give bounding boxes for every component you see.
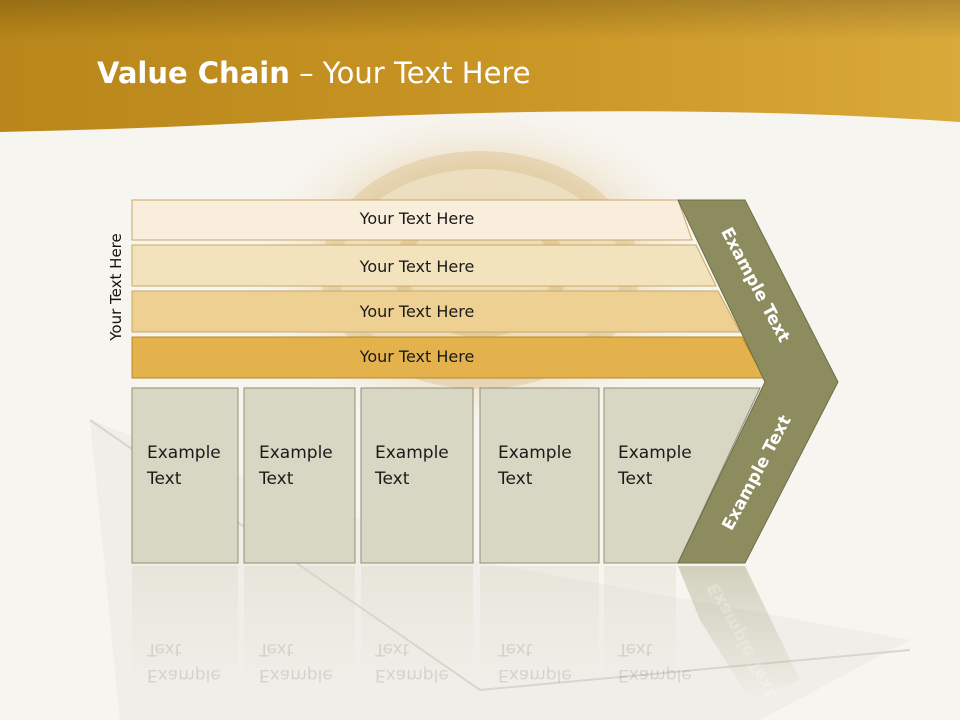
reflection-line1: Example — [498, 665, 572, 685]
bar-1[interactable] — [131, 199, 693, 241]
reflection-line1: Example — [147, 665, 221, 685]
column-2-line2: Text — [259, 469, 294, 489]
chevron-arrow[interactable] — [677, 199, 839, 564]
header-band — [0, 0, 960, 132]
reflection-line1: Example — [618, 665, 692, 685]
column-2-reflection: Example Text — [259, 636, 333, 688]
bar-2[interactable] — [131, 244, 717, 287]
reflection-line1: Example — [259, 665, 333, 685]
reflection-line2: Text — [498, 639, 533, 659]
reflection-line2: Text — [259, 639, 294, 659]
column-1-reflection: Example Text — [147, 636, 221, 688]
bar-2-label: Your Text Here — [359, 257, 475, 276]
column-2[interactable] — [243, 387, 356, 564]
reflection-line2: Text — [618, 639, 653, 659]
column-4-line1: Example — [498, 443, 572, 463]
title-rest: – Your Text Here — [289, 56, 531, 90]
bar-4-label: Your Text Here — [359, 347, 475, 366]
bar-1-label: Your Text Here — [359, 209, 475, 228]
column-3-reflection: Example Text — [375, 636, 449, 688]
reflection-line2: Text — [147, 639, 182, 659]
side-label: Your Text Here — [107, 233, 125, 341]
column-3[interactable] — [360, 387, 474, 564]
column-2-line1: Example — [259, 443, 333, 463]
reflection-line1: Example — [375, 665, 449, 685]
bar-3-label: Your Text Here — [359, 302, 475, 321]
title-bold: Value Chain — [97, 56, 290, 90]
column-1-line1: Example — [147, 443, 221, 463]
page-title: Value Chain – Your Text Here — [97, 56, 531, 90]
bar-3[interactable] — [131, 290, 741, 333]
reflection-line2: Text — [375, 639, 410, 659]
column-1-line2: Text — [147, 469, 182, 489]
column-5-line1: Example — [618, 443, 692, 463]
column-4[interactable] — [479, 387, 600, 564]
column-4-reflection: Example Text — [498, 636, 572, 688]
column-3-line1: Example — [375, 443, 449, 463]
column-3-line2: Text — [375, 469, 410, 489]
column-4-line2: Text — [498, 469, 533, 489]
column-5-reflection: Example Text — [618, 636, 692, 688]
column-5-line2: Text — [618, 469, 653, 489]
reflection — [132, 566, 800, 700]
column-1[interactable] — [131, 387, 239, 564]
